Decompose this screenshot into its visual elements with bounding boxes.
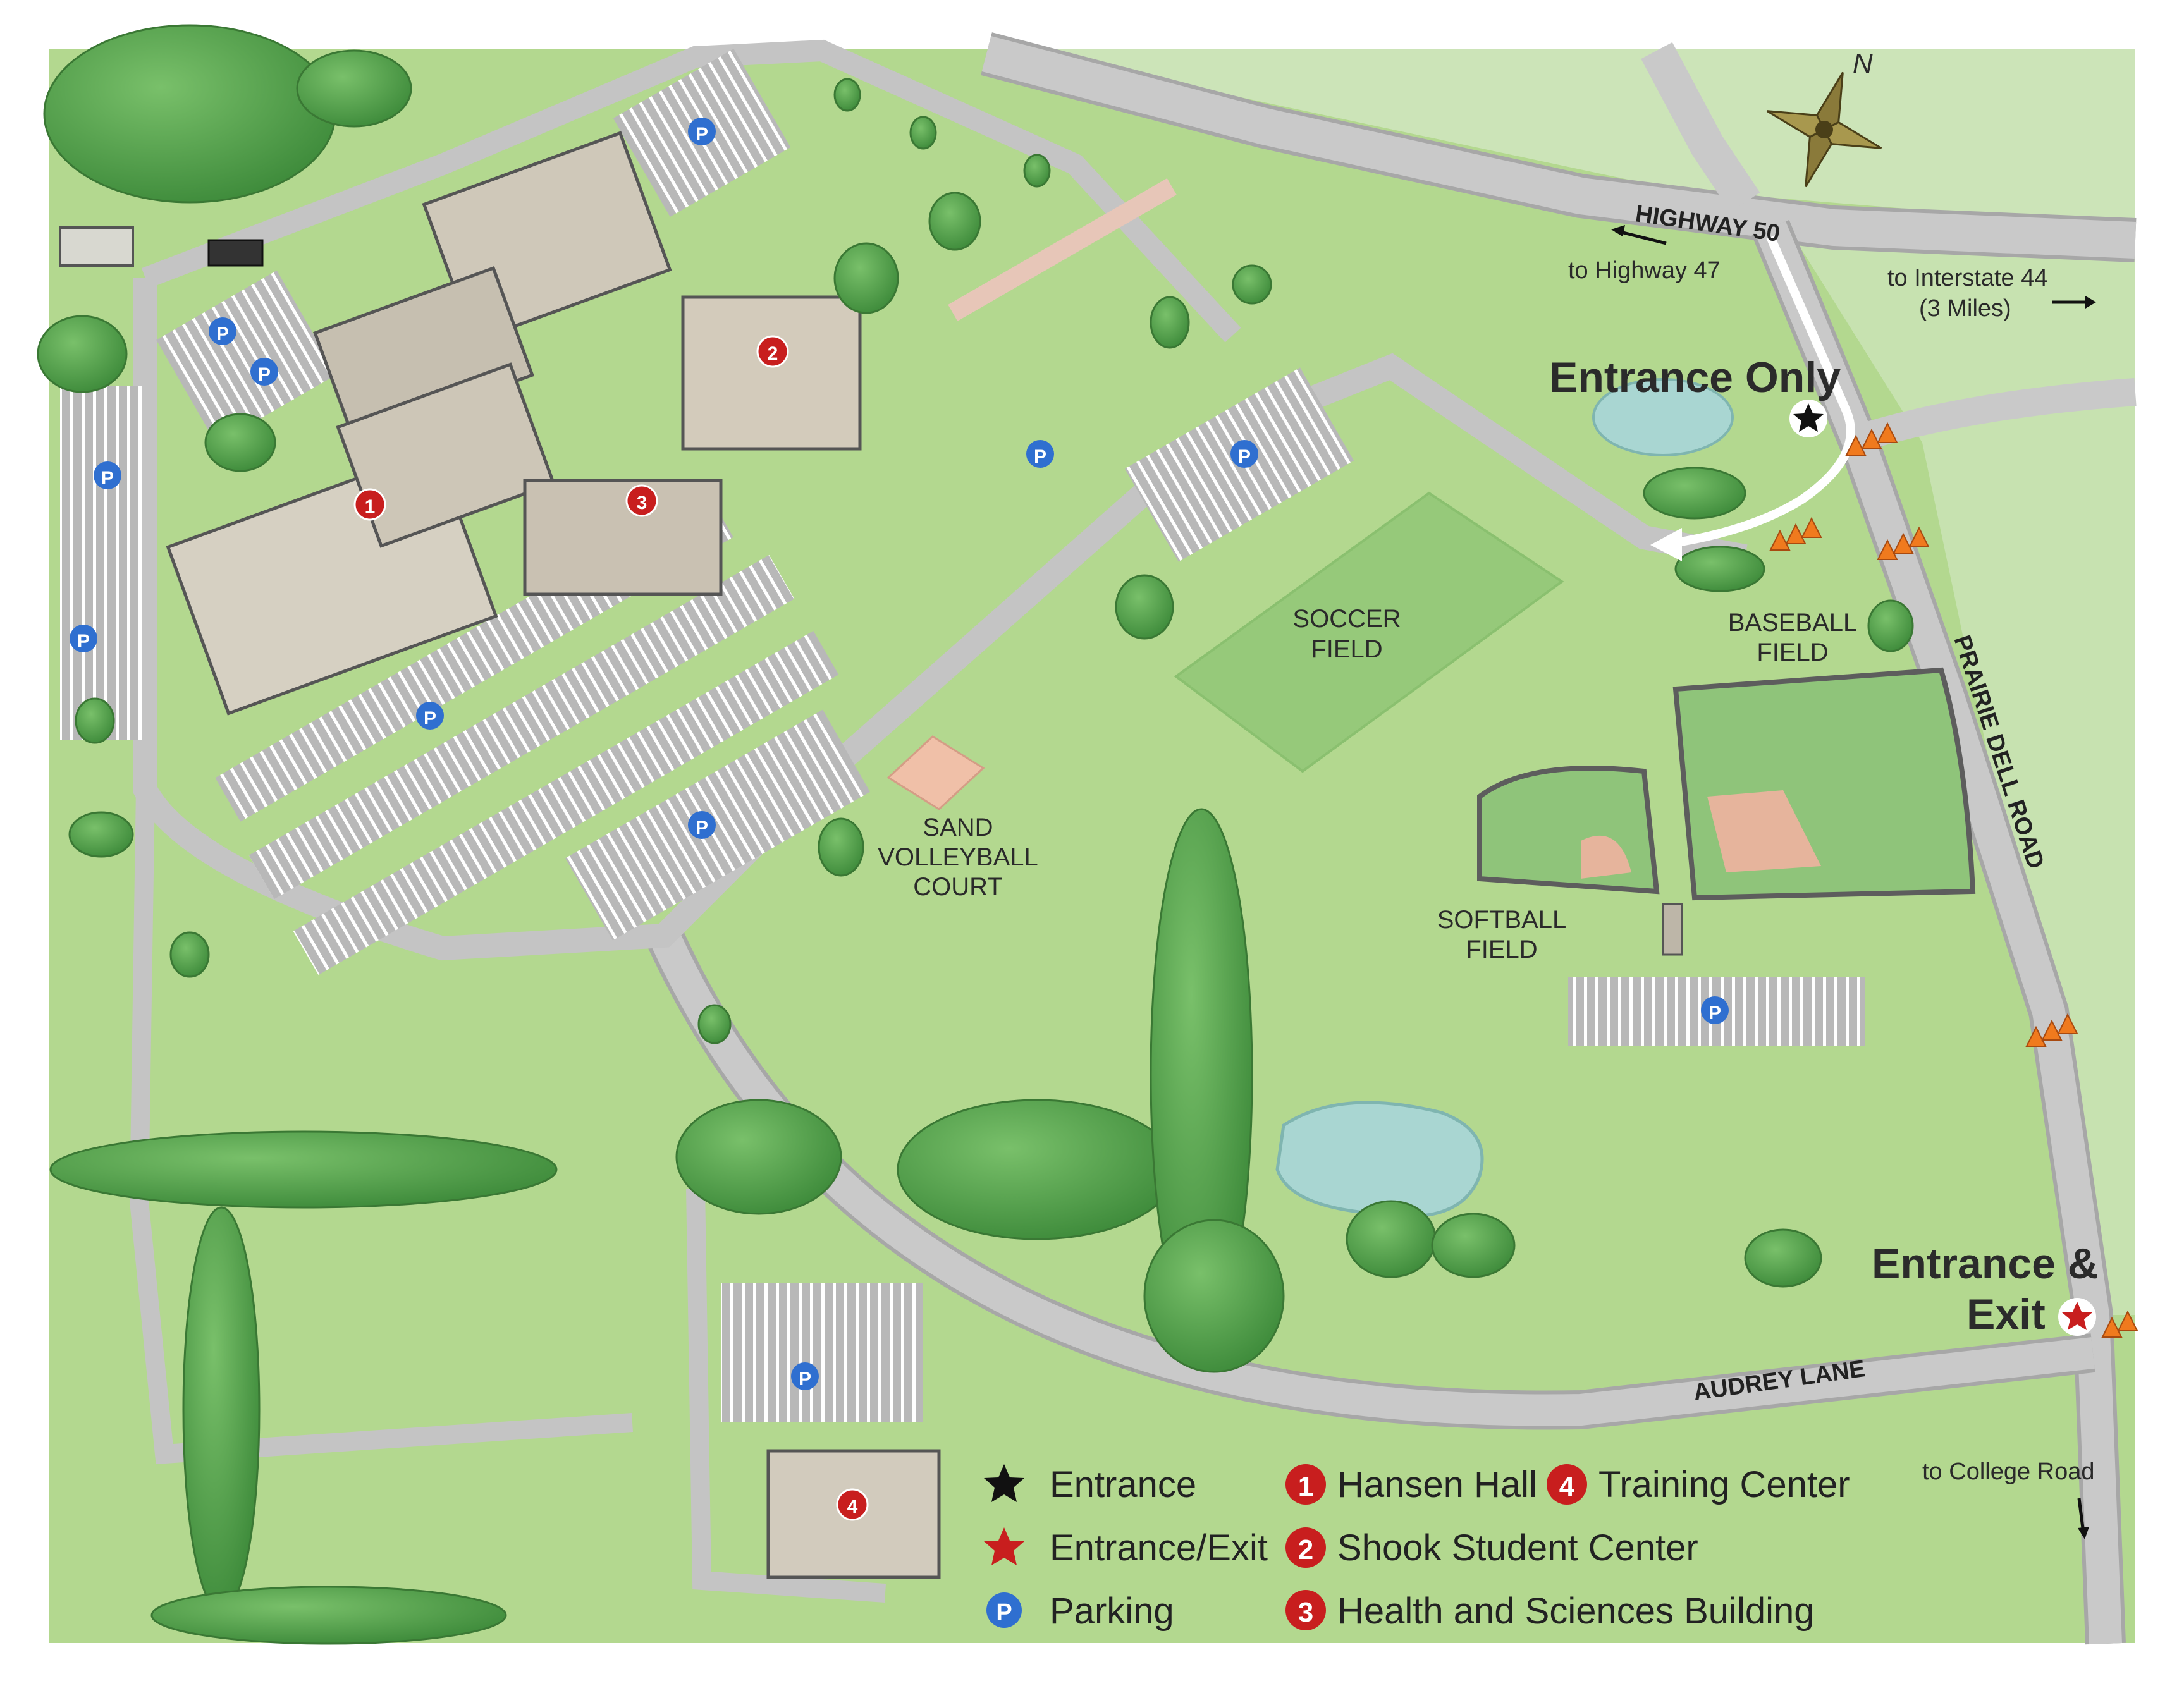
svg-text:P: P: [996, 1599, 1012, 1626]
black-star-icon: [984, 1464, 1024, 1502]
health-sciences-building: [523, 479, 723, 596]
parking-marker: P: [70, 625, 97, 652]
entrance-exit-label-line1: Entrance &: [1872, 1240, 2099, 1288]
to-interstate-44-label-line2: (3 Miles): [1919, 295, 2011, 322]
to-college-road-label: to College Road: [1922, 1458, 2095, 1485]
compass-rose: [1766, 71, 1882, 188]
legend-hansen-hall: 1 Hansen Hall: [1285, 1464, 1537, 1505]
svg-text:3: 3: [1298, 1597, 1313, 1628]
parking-marker: P: [688, 118, 716, 145]
soccer-field-label-line2: FIELD: [1311, 635, 1382, 663]
baseball-field-label-line1: BASEBALL: [1728, 609, 1858, 637]
building-marker-1: 1: [353, 488, 386, 521]
svg-text:P: P: [216, 324, 229, 345]
svg-text:4: 4: [1559, 1471, 1575, 1502]
building-marker-2: 2: [756, 335, 789, 368]
svg-text:P: P: [1238, 446, 1251, 467]
legend-health-sciences-label: Health and Sciences Building: [1337, 1591, 1814, 1632]
parking-marker: P: [209, 317, 236, 345]
svg-text:P: P: [696, 817, 708, 838]
svg-text:1: 1: [1298, 1471, 1313, 1502]
svg-text:1: 1: [365, 496, 376, 517]
svg-text:P: P: [258, 364, 271, 385]
svg-text:P: P: [77, 631, 90, 652]
parking-icon: [986, 1592, 1022, 1628]
parking-marker: P: [416, 702, 444, 730]
soccer-field: [1174, 491, 1564, 773]
legend-parking-label: Parking: [1050, 1591, 1174, 1632]
legend-entrance: Entrance: [984, 1464, 1196, 1505]
legend-health-sciences: 3 Health and Sciences Building: [1285, 1590, 1814, 1632]
buildings: [59, 131, 1683, 1579]
entrance-pond: [1592, 378, 1734, 456]
shook-student-center-building: [681, 295, 862, 451]
building-marker-3: 3: [625, 484, 658, 517]
volleyball-court-label-line2: VOLLEYBALL: [878, 843, 1038, 871]
svg-text:P: P: [1709, 1003, 1721, 1024]
legend-entrance-exit-label: Entrance/Exit: [1050, 1527, 1268, 1568]
to-highway-47-label: to Highway 47: [1568, 257, 1721, 284]
traffic-cones: [1769, 422, 2138, 1338]
parking-marker: P: [688, 811, 716, 839]
legend-training-center: 4 Training Center: [1547, 1464, 1850, 1505]
parking-marker: P: [94, 461, 121, 489]
svg-text:2: 2: [1298, 1534, 1313, 1565]
legend-training-center-label: Training Center: [1598, 1464, 1850, 1505]
svg-text:2: 2: [768, 343, 778, 364]
parking-marker: P: [1026, 440, 1054, 468]
main-pond: [1275, 1101, 1484, 1218]
sand-volleyball-court: [886, 735, 985, 810]
parking-marker: P: [250, 358, 278, 386]
svg-text:P: P: [696, 124, 708, 145]
offsite-area: [1012, 49, 2135, 228]
entrance-only-label: Entrance Only: [1549, 353, 1841, 401]
svg-text:4: 4: [847, 1496, 858, 1517]
baseball-field: [1672, 667, 1976, 901]
svg-text:P: P: [1034, 446, 1046, 467]
baseball-field-label-line2: FIELD: [1757, 639, 1828, 666]
svg-text:P: P: [424, 708, 436, 729]
training-center-building: [766, 1449, 941, 1579]
entrance-exit-label-line2: Exit: [1966, 1290, 2046, 1338]
legend-hansen-hall-label: Hansen Hall: [1337, 1464, 1537, 1505]
svg-text:3: 3: [637, 492, 647, 513]
parking-marker: P: [791, 1362, 819, 1390]
svg-text:P: P: [101, 468, 114, 489]
softball-field: [1477, 766, 1660, 895]
highway-50-inner: [981, 35, 2137, 259]
parking-marker: P: [1230, 440, 1258, 468]
parking-markers: P P P P P P P P P P P: [70, 118, 1729, 1390]
entrance-route-arrow: [1668, 235, 1855, 548]
legend: Entrance Entrance/Exit P Parking 1 Hanse…: [984, 1464, 1850, 1632]
compass-north-label: N: [1853, 48, 1873, 79]
red-star-icon: [984, 1527, 1024, 1565]
entrance-star: [1789, 400, 1827, 437]
building-marker-4: 4: [836, 1488, 869, 1521]
to-interstate-44-label-line1: to Interstate 44: [1887, 265, 2048, 291]
soccer-field-label-line1: SOCCER: [1292, 605, 1401, 633]
arrow-to-college-road: [2077, 1498, 2085, 1534]
trees: [37, 24, 1914, 1645]
legend-shook-student-center: 2 Shook Student Center: [1285, 1527, 1698, 1568]
volleyball-court-label-line1: SAND: [923, 814, 993, 841]
legend-parking: P Parking: [986, 1591, 1174, 1632]
entrance-exit-star: [2058, 1298, 2096, 1336]
legend-entrance-label: Entrance: [1050, 1464, 1196, 1505]
parking-marker: P: [1701, 996, 1729, 1024]
softball-field-label-line2: FIELD: [1466, 936, 1537, 963]
volleyball-court-label-line3: COURT: [913, 873, 1002, 901]
svg-text:P: P: [799, 1369, 811, 1390]
parking-lots: [60, 49, 1865, 1422]
arrow-to-highway-47: [1615, 229, 1667, 245]
softball-field-label-line1: SOFTBALL: [1437, 906, 1567, 934]
legend-shook-student-center-label: Shook Student Center: [1337, 1527, 1698, 1568]
legend-entrance-exit: Entrance/Exit: [984, 1527, 1268, 1568]
